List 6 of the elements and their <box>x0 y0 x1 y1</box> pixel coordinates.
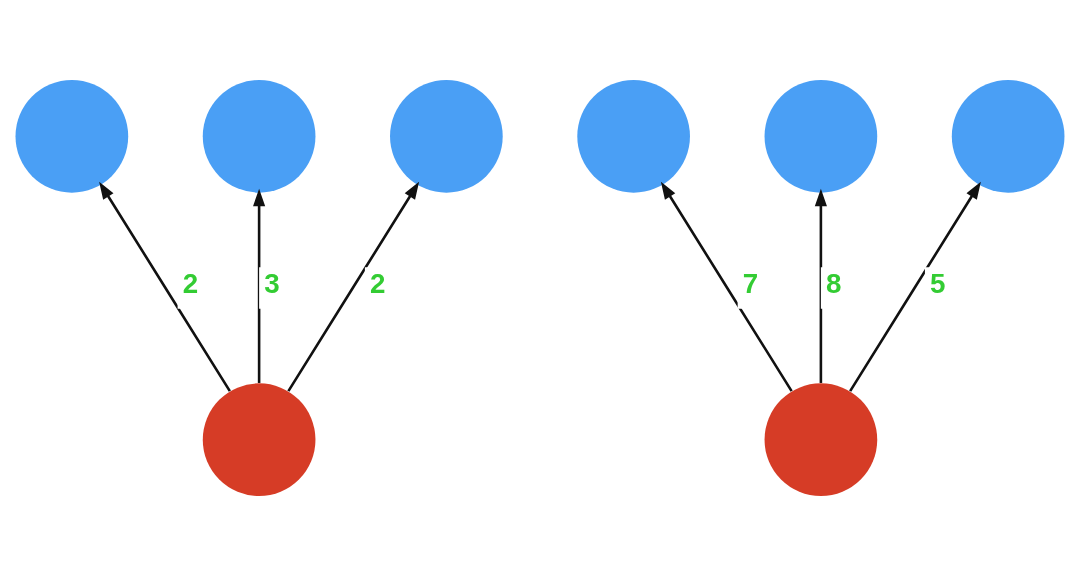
edge-label: 3 <box>264 267 280 299</box>
edge-label: 2 <box>370 267 386 299</box>
edge-label: 8 <box>826 267 842 299</box>
edge-label: 7 <box>742 267 759 299</box>
edge-label: 2 <box>182 267 199 299</box>
edge-label: 5 <box>930 267 946 299</box>
